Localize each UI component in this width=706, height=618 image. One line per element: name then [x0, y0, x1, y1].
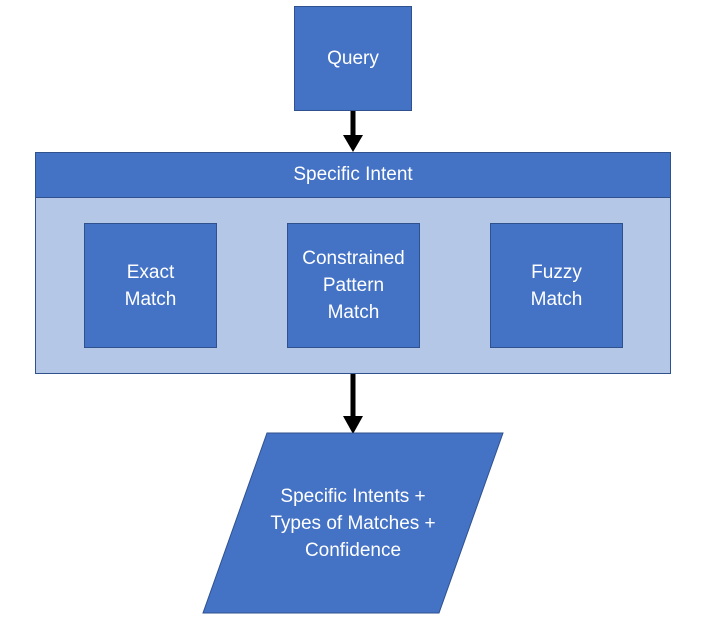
constrained-pattern-match-node: Constrained Pattern Match — [287, 223, 420, 348]
fuzzy-match-node: Fuzzy Match — [490, 223, 623, 348]
arrow-intent-to-output — [343, 374, 363, 434]
specific-intent-header: Specific Intent — [36, 153, 670, 198]
output-label: Specific Intents + Types of Matches + Co… — [270, 485, 436, 561]
arrow-query-to-intent — [343, 111, 363, 152]
output-parallelogram — [202, 432, 504, 614]
exact-match-node: Exact Match — [84, 223, 217, 348]
specific-intent-container: Specific Intent Exact Match Constrained … — [35, 152, 671, 374]
query-node: Query — [294, 6, 412, 111]
